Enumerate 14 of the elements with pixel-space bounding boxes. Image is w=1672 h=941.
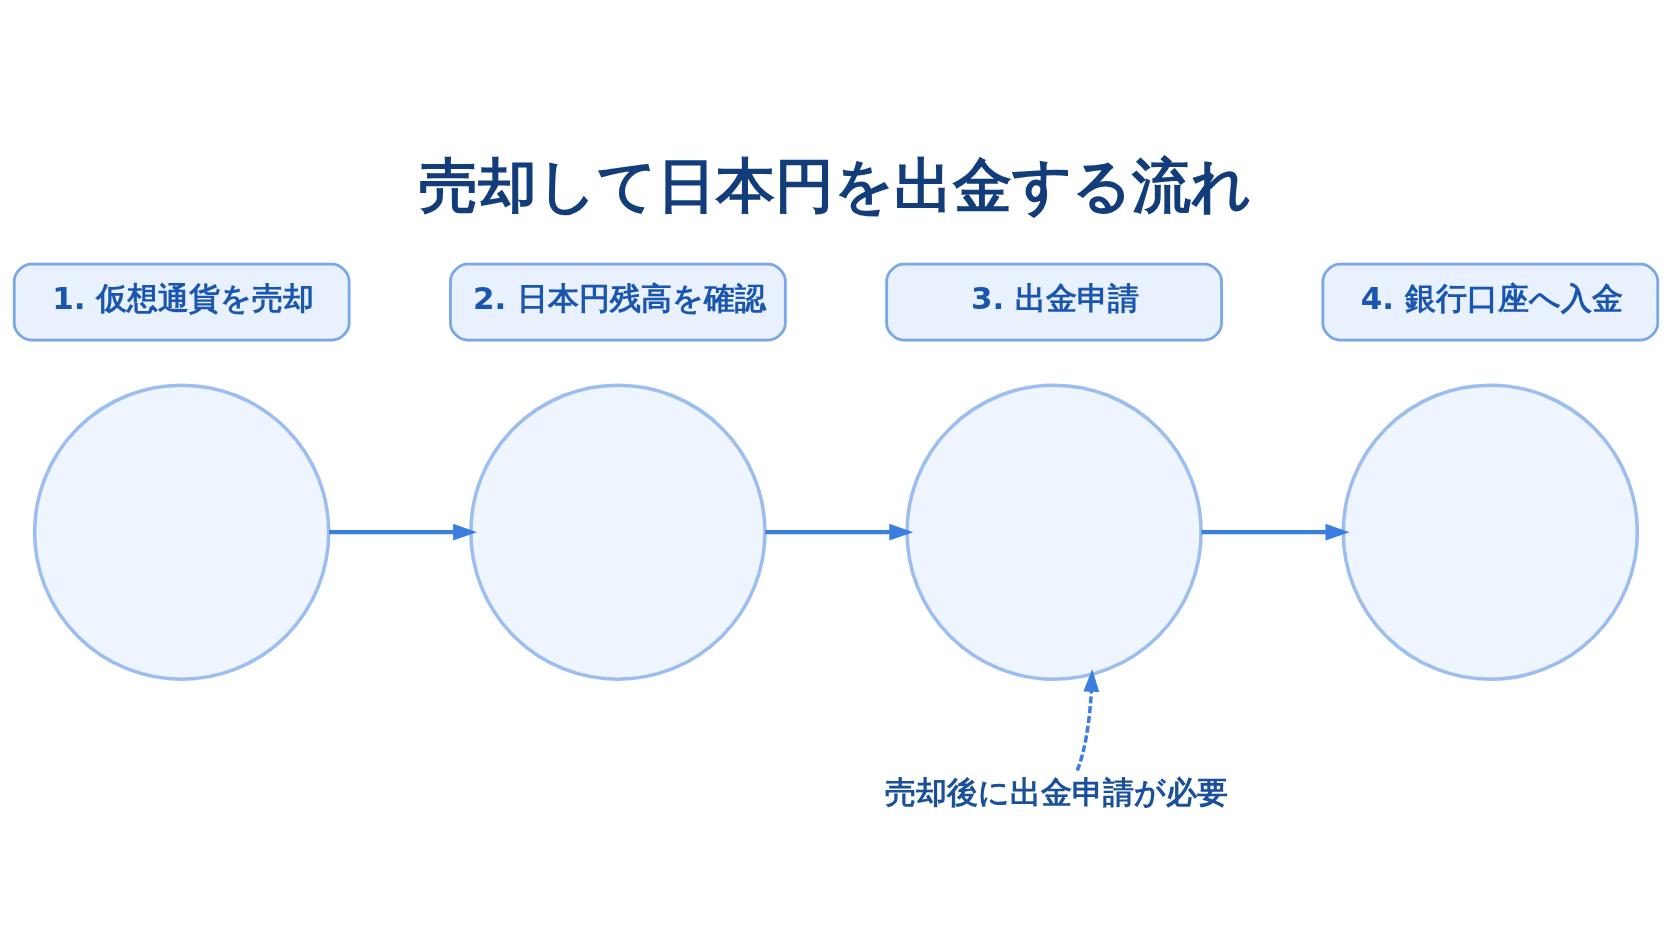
node-circle — [1341, 382, 1640, 681]
arrow — [1201, 523, 1350, 541]
diagram-title: 売却して日本円を出金する流れ — [419, 150, 1252, 220]
arrow — [1075, 668, 1100, 771]
node-box: 1. 仮想通貨を売却 — [12, 262, 351, 342]
node-text: 売却後に出金申請が必要 — [884, 773, 1228, 810]
arrow — [329, 523, 478, 541]
node-box: 2. 日本円残高を確認 — [449, 262, 787, 342]
arrow — [765, 523, 914, 541]
node-circle — [469, 382, 767, 681]
node-box: 4. 銀行口座へ入金 — [1321, 262, 1660, 342]
node-circle — [905, 382, 1203, 681]
node-circle — [32, 382, 331, 681]
node-box: 3. 出金申請 — [885, 262, 1223, 342]
